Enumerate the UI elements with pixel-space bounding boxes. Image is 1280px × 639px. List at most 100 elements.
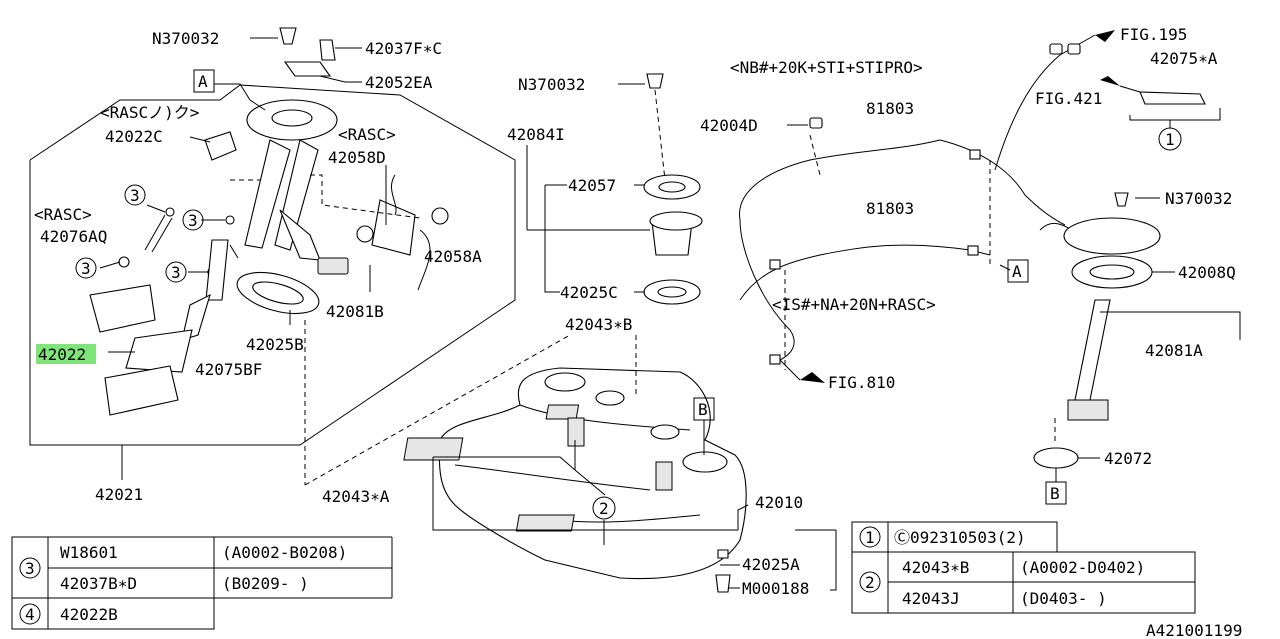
label-42075bf: 42075BF	[195, 360, 262, 379]
label-42072: 42072	[1104, 449, 1152, 468]
svg-text:3: 3	[188, 211, 198, 230]
clip-42037f	[319, 39, 336, 61]
callout-3-a: 3	[124, 184, 146, 206]
highlight-42022	[36, 344, 96, 364]
fuel-tank-42010	[403, 367, 747, 580]
callout-3-c: 3	[75, 257, 97, 279]
label-42057: 42057	[568, 176, 616, 195]
label-42025b: 42025B	[246, 335, 304, 354]
clip-3d	[165, 207, 175, 217]
table-left-part-1: 42037B∗D	[60, 574, 137, 593]
label-42025a: 42025A	[742, 555, 800, 574]
marker-b-tank: B	[693, 397, 715, 421]
label-42025c: 42025C	[560, 283, 618, 302]
pump-cover	[1063, 217, 1161, 255]
harness-81803-lower	[739, 244, 991, 301]
label-81803-lower: 81803	[866, 199, 914, 218]
strainer-cover	[89, 284, 156, 333]
label-fig195: FIG.195	[1120, 25, 1187, 44]
table-right: 1 Ⓒ092310503(2) 2 42043∗B (A0002-D0402) …	[851, 521, 1196, 614]
float	[1067, 399, 1109, 421]
nut-n370032-a	[279, 27, 297, 45]
label-42022: 42022	[38, 345, 86, 364]
label-42010: 42010	[755, 493, 803, 512]
svg-text:3: 3	[81, 259, 91, 278]
label-42058a: 42058A	[424, 247, 482, 266]
table-left-range-0: (A0002-B0208)	[222, 543, 347, 562]
label-81803-upper: 81803	[866, 99, 914, 118]
label-n370032-b: N370032	[518, 75, 585, 94]
svg-text:B: B	[698, 400, 708, 419]
clip-3a	[225, 215, 235, 225]
label-n370032-c: N370032	[1165, 189, 1232, 208]
label-42081b: 42081B	[326, 302, 384, 321]
table-left: 3 W18601 (A0002-B0208) 42037B∗D (B0209- …	[11, 536, 393, 630]
callout-1-hose: 1	[1158, 127, 1182, 151]
marker-a-top: A	[193, 69, 215, 93]
nut-n370032-b	[646, 73, 664, 89]
hose-42075a	[1139, 91, 1206, 105]
gasket-42025a	[717, 549, 729, 559]
bracket-42052ea	[283, 61, 332, 77]
filter-42075bf	[205, 239, 229, 301]
table-right-range-2: (D0403- )	[1020, 589, 1107, 608]
label-42037f: 42037F∗C	[365, 39, 442, 58]
connector-42022c	[204, 131, 237, 161]
svg-text:3: 3	[130, 186, 140, 205]
label-is-variant: <IS#+NA+20N+RASC>	[772, 295, 936, 314]
svg-text:3: 3	[171, 263, 181, 282]
label-m000188: M000188	[742, 579, 809, 598]
sender-42081a	[1074, 299, 1111, 401]
pump-housing	[104, 365, 179, 416]
strainer-42022	[125, 329, 193, 373]
callout-2-tank: 2	[592, 496, 616, 520]
label-42084i: 42084I	[507, 125, 565, 144]
bolt-m000188	[715, 574, 731, 593]
label-42076aq: 42076AQ	[40, 227, 107, 246]
label-42052ea: 42052EA	[365, 73, 433, 92]
label-42058d: 42058D	[328, 148, 386, 167]
clip-3c	[118, 256, 130, 268]
arrow-fig810	[800, 372, 825, 383]
fuel-pump-bracket	[244, 99, 449, 291]
callout-3-d: 3	[165, 261, 187, 283]
label-rasc-left: <RASC>	[34, 205, 92, 224]
table-right-part-2: 42043J	[902, 589, 960, 608]
nut-n370032-c	[1114, 192, 1129, 207]
label-nb-variant: <NB#+20K+STI+STIPRO>	[730, 58, 923, 77]
label-fig421: FIG.421	[1035, 89, 1102, 108]
table-right-range-1: (A0002-D0402)	[1020, 558, 1145, 577]
label-42008q: 42008Q	[1178, 263, 1236, 282]
label-42021: 42021	[95, 485, 143, 504]
label-42022c: 42022C	[105, 127, 163, 146]
svg-text:2: 2	[599, 499, 609, 518]
label-rasc-top: <RASCノ)ク>	[100, 103, 199, 122]
subassembly-frame	[29, 84, 516, 446]
harness-81803-upper	[739, 139, 1066, 226]
arrow-fig421	[1100, 76, 1120, 86]
pump-body	[181, 293, 211, 341]
hose-42076aq	[144, 214, 166, 251]
label-n370032-a: N370032	[152, 29, 219, 48]
label-42075a: 42075∗A	[1150, 49, 1218, 68]
svg-text:1: 1	[1165, 130, 1175, 149]
label-42004d: 42004D	[700, 116, 758, 135]
table-left-range-1: (B0209- )	[222, 574, 309, 593]
label-42081a: 42081A	[1145, 341, 1203, 360]
table-left-part-0: W18601	[60, 543, 118, 562]
gasket-42072	[1033, 447, 1079, 469]
label-42043b: 42043∗B	[565, 315, 632, 334]
label-rasc-mid: <RASC>	[338, 125, 396, 144]
table-right-part-1: 42043∗B	[902, 558, 969, 577]
callout-3-b: 3	[182, 209, 204, 231]
table-left-part-2: 42022B	[60, 605, 118, 624]
marker-b-right: B	[1045, 481, 1067, 505]
drawing-code: A421001199	[1146, 621, 1242, 639]
label-fig810: FIG.810	[828, 373, 895, 392]
table-left-ref-0: 3	[25, 559, 35, 578]
arrow-fig195	[1095, 30, 1115, 42]
table-right-ref-0: 1	[865, 528, 875, 547]
svg-text:A: A	[1012, 262, 1022, 281]
svg-text:B: B	[1050, 484, 1060, 503]
